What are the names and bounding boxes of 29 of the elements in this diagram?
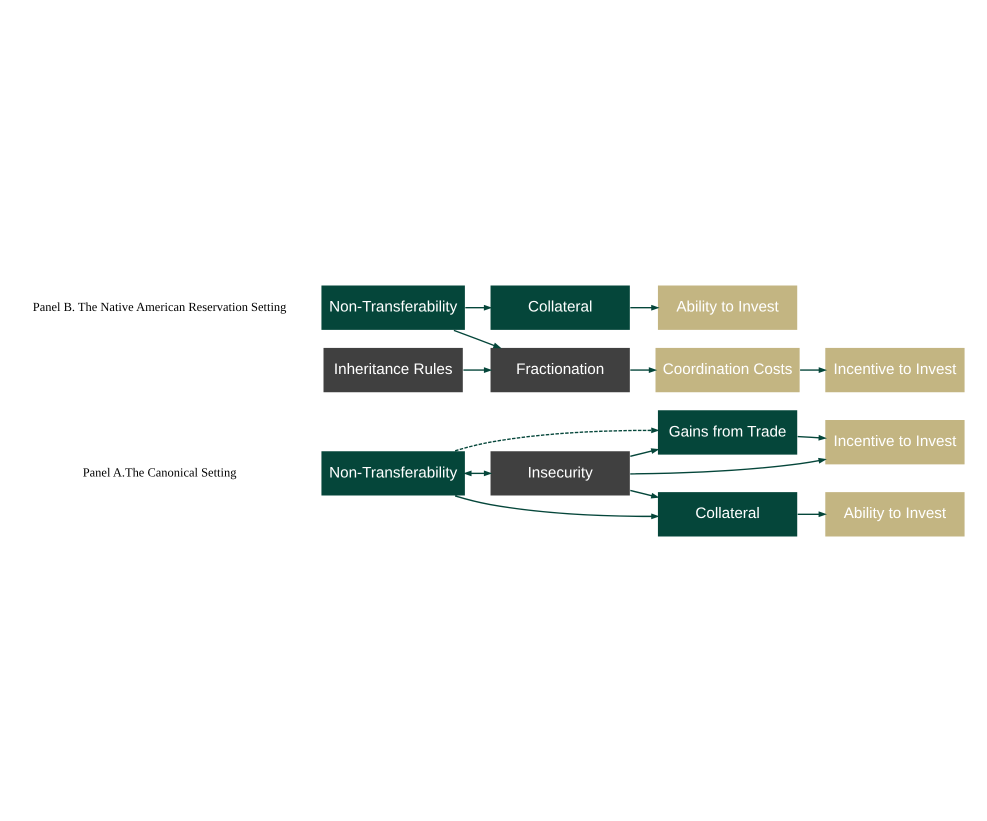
arrow xyxy=(462,470,492,476)
arrow xyxy=(630,366,657,373)
node-box: Non-Transferability xyxy=(320,450,466,496)
node-box: Insecurity xyxy=(489,450,630,496)
arrow xyxy=(454,426,660,451)
node-box: Collateral xyxy=(489,284,630,330)
node-box: Incentive to Invest xyxy=(824,418,965,465)
node-box: Fractionation xyxy=(489,346,630,392)
node-box: Incentive to Invest xyxy=(824,346,965,392)
label: Panel B. The Native American Reservation Setting xyxy=(32,299,286,314)
arrow xyxy=(630,489,659,498)
node-box: Non-Transferability xyxy=(320,284,466,330)
arrow xyxy=(464,304,492,310)
label: Panel A.The Canonical Setting xyxy=(82,464,236,479)
node-box: Coordination Costs xyxy=(654,346,800,392)
node-box: Gains from Trade xyxy=(656,409,798,455)
arrow xyxy=(800,366,827,373)
arrow xyxy=(454,494,660,519)
arrow xyxy=(630,304,660,310)
node-box: Ability to Invest xyxy=(656,284,798,330)
arrow xyxy=(453,329,502,348)
node-box: Ability to Invest xyxy=(824,490,965,537)
node-box: Inheritance Rules xyxy=(322,346,463,392)
arrow xyxy=(797,434,826,440)
arrow xyxy=(797,510,826,517)
arrow xyxy=(630,448,659,456)
arrow xyxy=(462,366,492,373)
node-box: Collateral xyxy=(656,490,798,537)
arrow xyxy=(630,457,826,474)
